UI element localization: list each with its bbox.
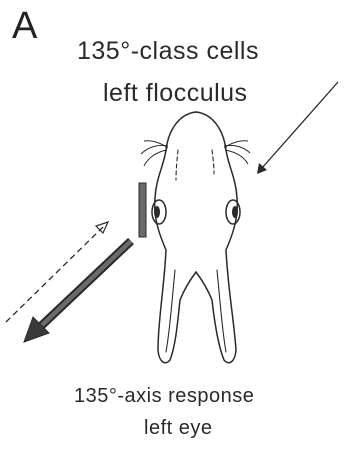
right-eye xyxy=(226,200,240,224)
whiskers xyxy=(141,141,250,166)
caption-response-axis: 135°-axis response xyxy=(74,385,254,408)
panel-letter: A xyxy=(12,5,37,48)
title-cell-class: 135°-class cells xyxy=(77,37,297,66)
rabbit-outline xyxy=(155,112,238,363)
left-eye xyxy=(152,200,166,224)
caption-eye: left eye xyxy=(144,417,212,440)
eye-response-arrow xyxy=(24,241,131,342)
title-location: left flocculus xyxy=(103,79,303,108)
stimulus-bar xyxy=(139,183,146,237)
